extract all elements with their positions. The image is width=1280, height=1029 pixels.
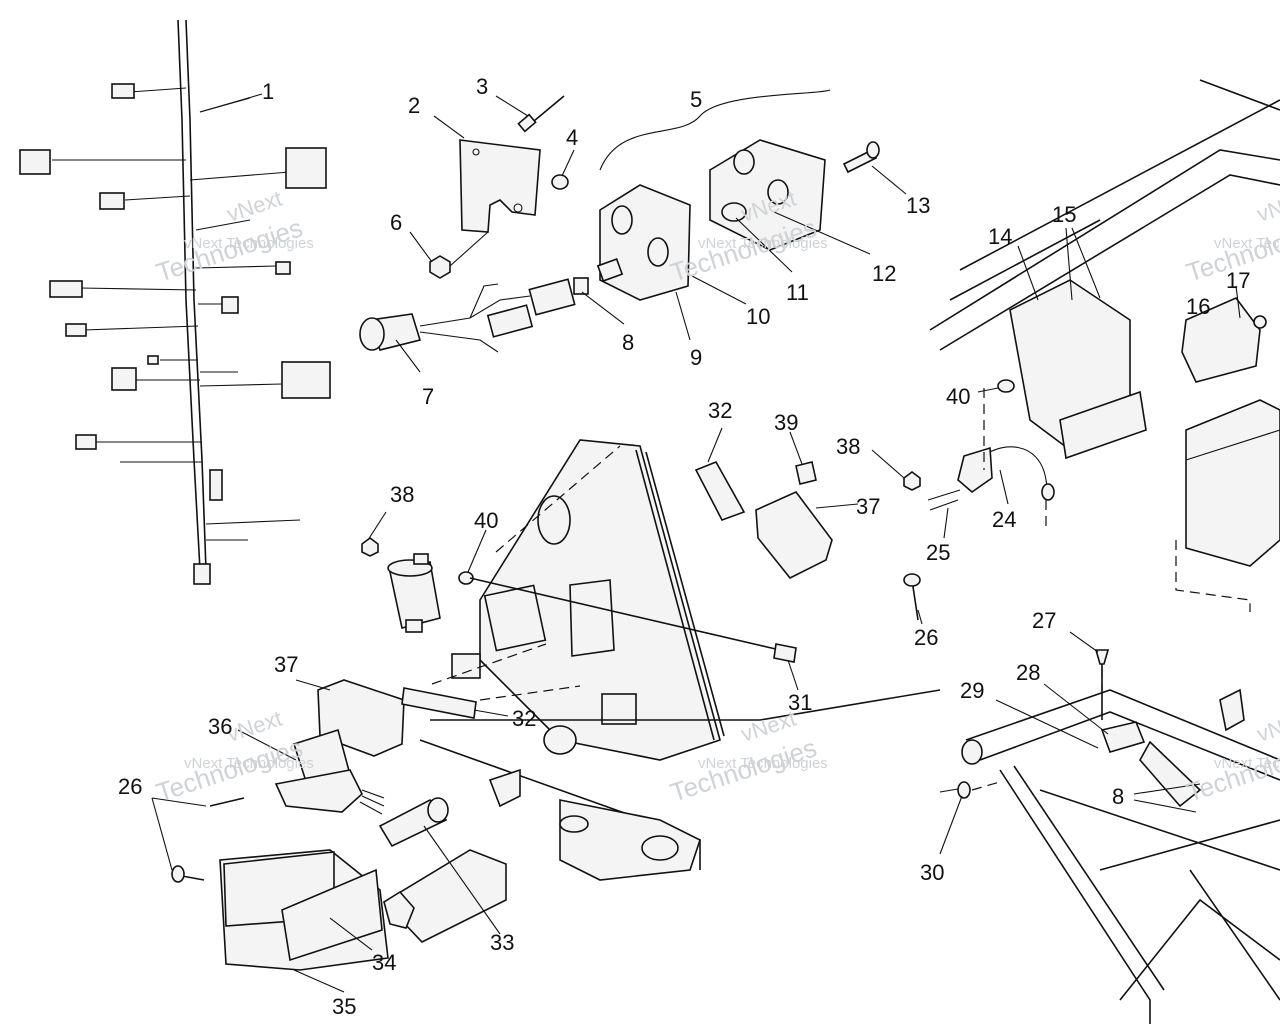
callout-33: 33	[490, 930, 514, 955]
callout-4: 4	[566, 125, 578, 150]
callout-28: 28	[1016, 660, 1040, 685]
watermark-text: vNext Technologies	[1214, 755, 1280, 772]
callout-35: 35	[332, 994, 356, 1019]
callout-36: 36	[208, 714, 232, 739]
callout-9: 9	[690, 345, 702, 370]
callout-15: 15	[1052, 202, 1076, 227]
callout-40-right: 40	[946, 384, 970, 409]
callout-7: 7	[422, 384, 434, 409]
callout-8-frame: 8	[1112, 784, 1124, 809]
callout-26-upper: 26	[914, 625, 938, 650]
callout-32-upper: 32	[708, 398, 732, 423]
watermark-text: vNext Technologies	[184, 755, 314, 772]
watermark-text: vNext	[1254, 706, 1280, 747]
watermark-text: vNext Technologies	[698, 755, 828, 772]
callout-2: 2	[408, 93, 420, 118]
callout-39: 39	[774, 410, 798, 435]
lower-frame-assembly	[939, 631, 1280, 1024]
callout-29: 29	[960, 678, 984, 703]
callout-3: 3	[476, 74, 488, 99]
callout-10: 10	[746, 304, 770, 329]
callout-1: 1	[262, 79, 274, 104]
callout-11: 11	[786, 280, 809, 305]
callout-17: 17	[1226, 268, 1250, 293]
callout-14: 14	[988, 224, 1012, 249]
callout-12: 12	[872, 261, 896, 286]
callout-37-upper: 37	[856, 494, 880, 519]
wiring-harness	[19, 19, 331, 585]
tail-light-assembly	[199, 89, 907, 373]
callout-8-tail-light: 8	[622, 330, 634, 355]
upper-frame-battery	[871, 79, 1280, 612]
watermark-text: vNext Technologies	[698, 235, 828, 252]
center-mount-plate	[151, 427, 941, 993]
watermark-text: vNext Technologies	[184, 235, 314, 252]
callout-38-right: 38	[836, 434, 860, 459]
callout-27: 27	[1032, 608, 1056, 633]
callout-13: 13	[906, 193, 930, 218]
watermark-text: vNext Technologies	[1214, 235, 1280, 252]
callout-37-lower: 37	[274, 652, 298, 677]
callout-16: 16	[1186, 294, 1210, 319]
callout-30: 30	[920, 860, 944, 885]
callout-labels: 1 2 3 4 5 6 7 8 9 10 11 12 13 14 15 16 1…	[118, 74, 1250, 1019]
callout-26-lower: 26	[118, 774, 142, 799]
callout-31: 31	[788, 690, 812, 715]
callout-34: 34	[372, 950, 396, 975]
callout-25: 25	[926, 540, 950, 565]
callout-32-lower: 32	[512, 706, 536, 731]
callout-24: 24	[992, 507, 1016, 532]
callout-38-left: 38	[390, 482, 414, 507]
watermark-text: vNext	[1254, 186, 1280, 227]
callout-40-left: 40	[474, 508, 498, 533]
callout-6: 6	[390, 210, 402, 235]
callout-5: 5	[690, 87, 702, 112]
